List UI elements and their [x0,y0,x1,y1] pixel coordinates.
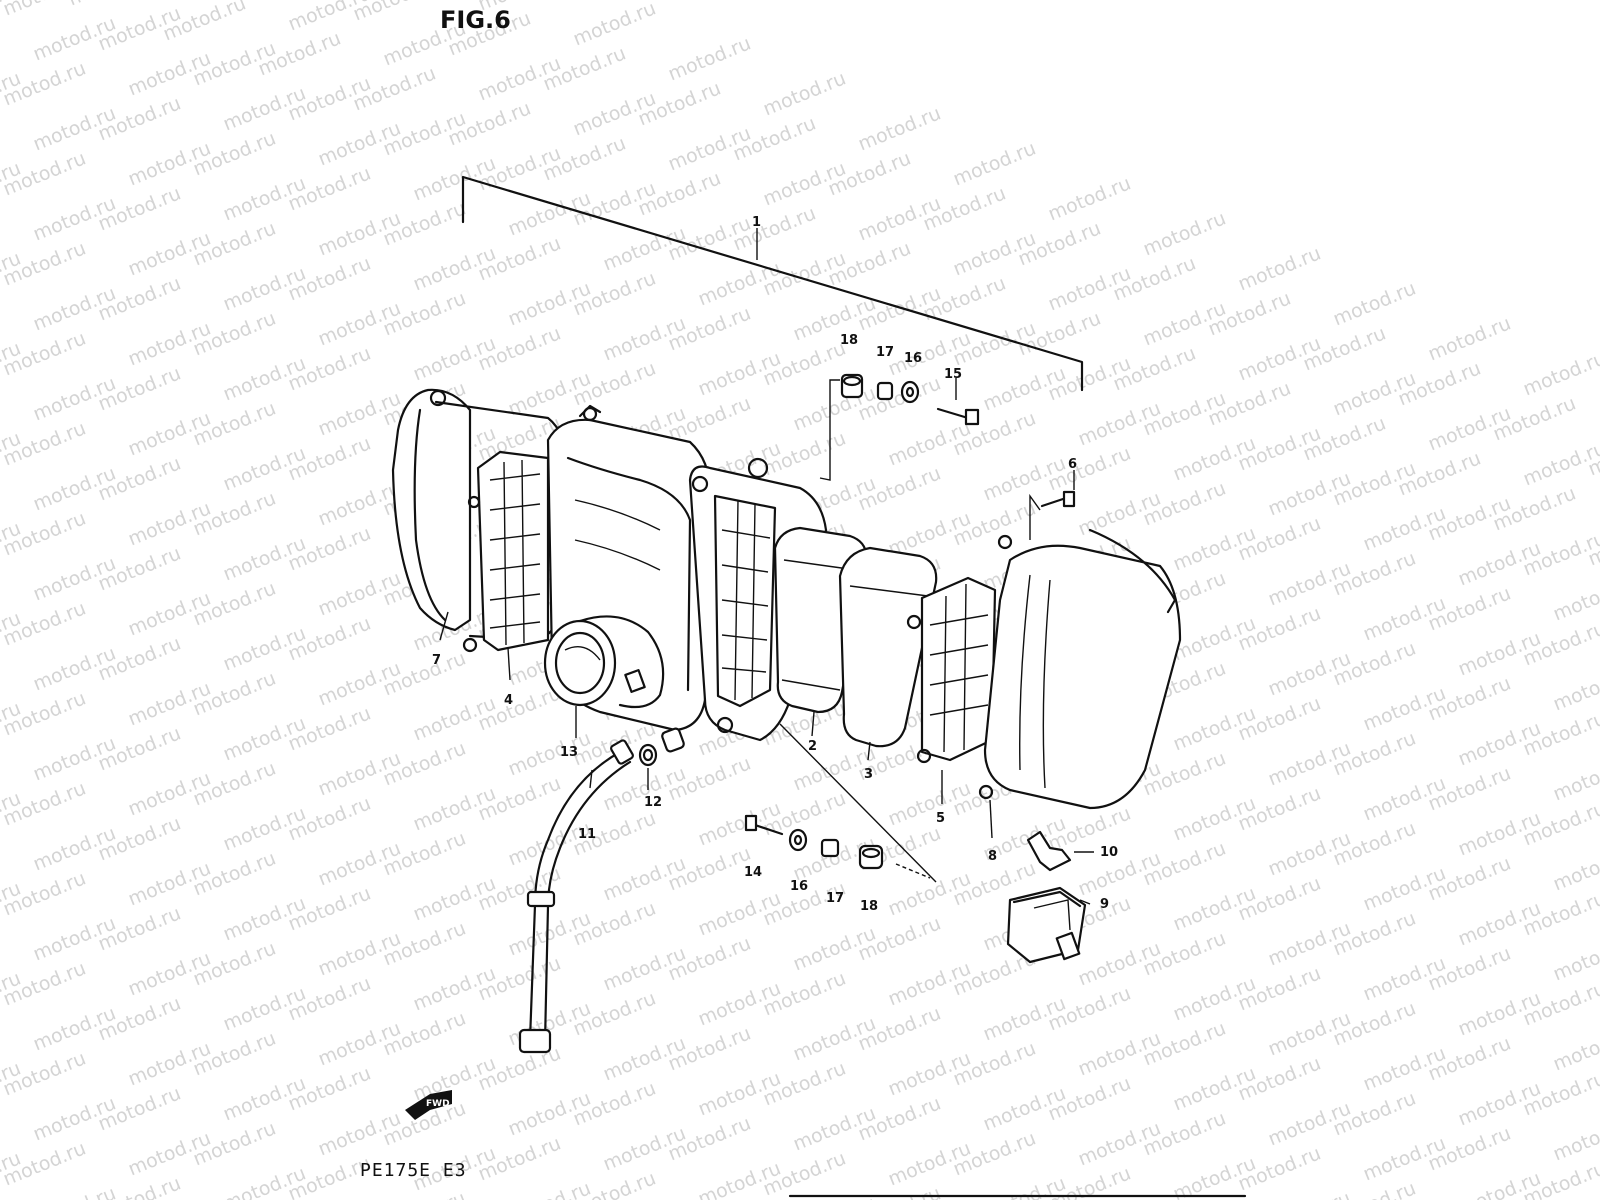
leader-lines [439,378,1094,905]
callout-4: 4 [504,693,513,708]
callout-7: 7 [432,653,441,668]
callout-3: 3 [864,767,873,782]
callout-12: 12 [644,795,662,810]
assembly-bracket [461,175,1084,392]
callout-9: 9 [1100,897,1109,912]
footer-code: PE175E E3 [360,1160,467,1181]
callout-10: 10 [1100,845,1118,860]
callout-14: 14 [744,865,762,880]
callout-6: 6 [1068,457,1077,472]
callout-18-lower: 18 [860,899,878,914]
cover-screw [1029,490,1076,540]
upper-hardware [819,373,980,481]
callout-5: 5 [936,811,945,826]
callout-15: 15 [944,367,962,382]
forward-arrow-marker: FWD [405,1090,452,1120]
callout-17-lower: 17 [826,891,844,906]
callout-8: 8 [988,849,997,864]
callout-17-upper: 17 [876,345,894,360]
drain-hose [518,739,634,1054]
callout-1: 1 [752,215,761,230]
filter-grid-center [713,494,777,708]
forward-label: FWD [426,1099,450,1109]
callout-13: 13 [560,745,578,760]
air-cleaner-case-left [391,388,572,653]
lower-hardware [744,723,937,883]
callout-labels: 1 2 3 4 5 6 7 8 9 10 11 12 13 14 15 16 1… [432,215,1118,914]
callout-16-upper: 16 [904,351,922,366]
air-cleaner-cover-right [978,528,1182,810]
filter-grid-left [467,450,550,652]
filter-grid-right [906,576,997,764]
drain-cap-and-clip [1006,830,1087,964]
intake-duct [543,615,665,709]
callout-11: 11 [578,827,596,842]
hose-clamp [638,727,685,767]
callout-2: 2 [808,739,817,754]
callout-16-lower: 16 [790,879,808,894]
callout-18-upper: 18 [840,333,858,348]
figure-title: FIG.6 [440,6,511,34]
filter-sponge [838,546,938,748]
